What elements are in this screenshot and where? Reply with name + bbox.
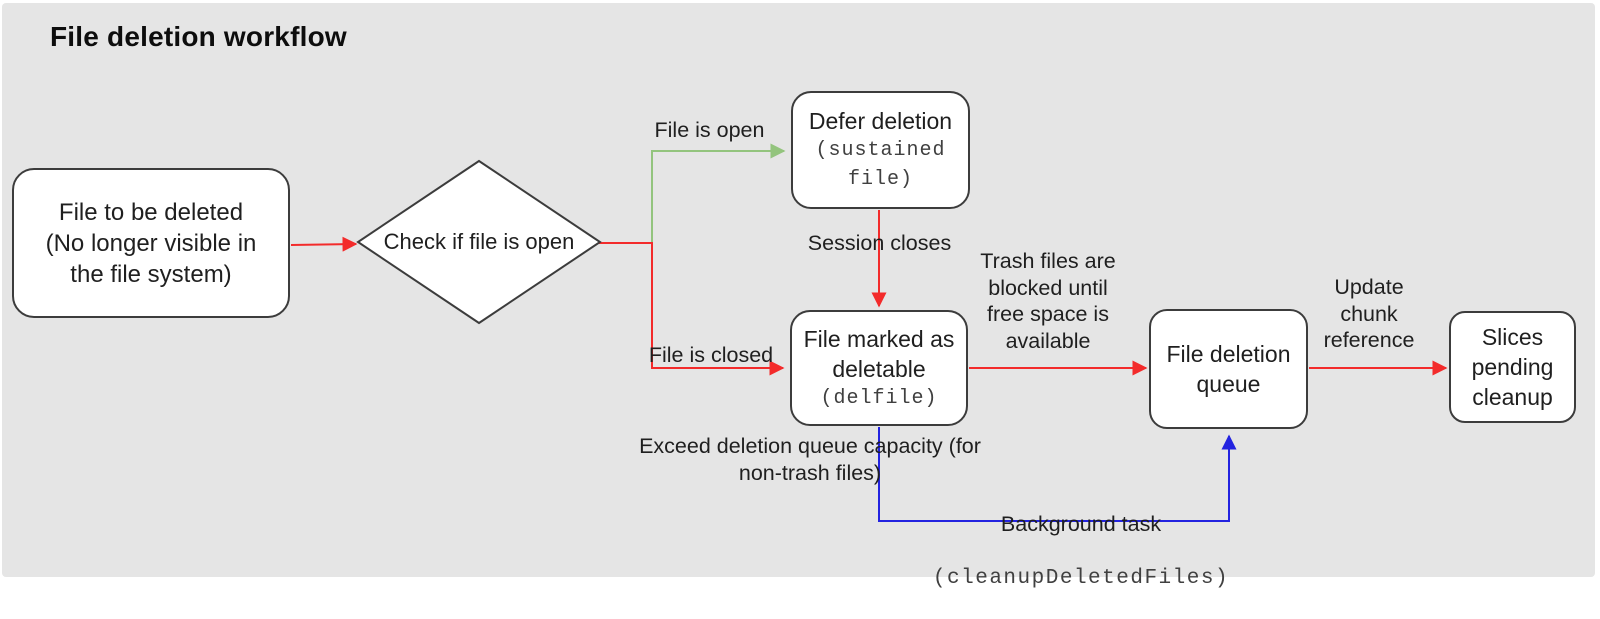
edge-source-to-decision (291, 244, 356, 245)
node-file-deletion-queue-label: File deletion queue (1166, 339, 1290, 399)
edge-label-session-closes: Session closes (797, 230, 962, 257)
node-file-marked-deletable: File marked as deletable (delfile) (790, 310, 968, 426)
edge-label-trash-blocked: Trash files are blocked until free space… (957, 248, 1139, 354)
edge-decision-open-to-defer (652, 151, 784, 242)
node-file-to-be-deleted-label: File to be deleted (No longer visible in… (46, 197, 257, 290)
edge-label-file-is-closed: File is closed (635, 342, 787, 369)
node-file-to-be-deleted: File to be deleted (No longer visible in… (12, 168, 290, 318)
diagram-canvas: File deletion workflow File to be delete… (2, 3, 1595, 577)
edge-label-background-task-text: Background task (920, 512, 1242, 537)
edge-label-file-is-open: File is open (632, 117, 787, 144)
node-slices-pending-cleanup: Slices pending cleanup (1449, 311, 1576, 423)
edge-label-exceed-capacity: Exceed deletion queue capacity (for non-… (620, 433, 1000, 486)
node-defer-deletion-code: (sustained file) (815, 136, 945, 194)
edge-label-background-task-code: (cleanupDeletedFiles) (920, 565, 1242, 592)
node-file-deletion-queue: File deletion queue (1149, 309, 1308, 429)
node-check-if-file-open-label: Check if file is open (362, 229, 596, 255)
edge-label-background-task: Background task (cleanupDeletedFiles) (920, 485, 1242, 619)
node-defer-deletion: Defer deletion (sustained file) (791, 91, 970, 209)
node-slices-pending-cleanup-label: Slices pending cleanup (1472, 322, 1554, 412)
node-defer-deletion-label: Defer deletion (809, 106, 952, 136)
node-file-marked-deletable-code: (delfile) (820, 384, 937, 413)
node-file-marked-deletable-label: File marked as deletable (804, 324, 955, 384)
edge-label-update-chunk-reference: Update chunk reference (1308, 274, 1430, 354)
